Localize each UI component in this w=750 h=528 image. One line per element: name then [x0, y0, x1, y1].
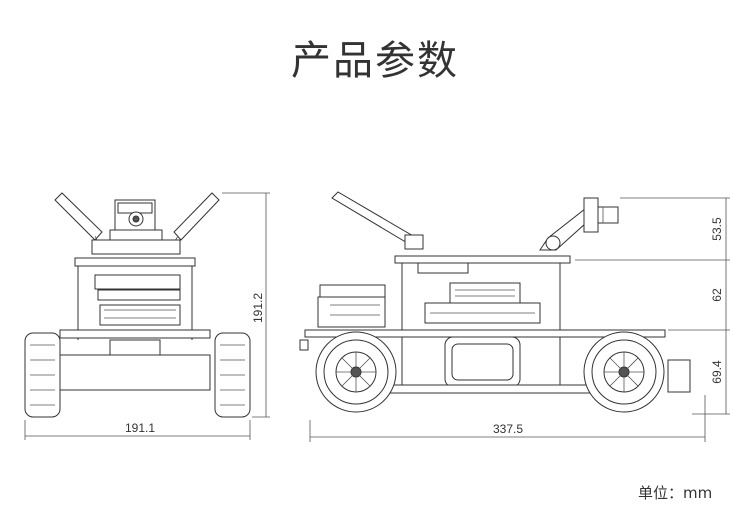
unit-label: 单位：mm [638, 484, 713, 502]
side-view-motor [667, 359, 691, 393]
front-view-width-dimension: 191.1 [24, 420, 251, 440]
front-view-left-arm [54, 192, 103, 247]
side-view-height-top-label: 53.5 [710, 217, 724, 241]
front-view-mount [91, 239, 181, 255]
side-view-front-wheel [315, 331, 397, 413]
side-view-height-dimensions: 53.5 62 69.4 [575, 197, 730, 415]
side-view-length-label: 337.5 [493, 422, 523, 436]
front-view-height-label: 191.2 [251, 293, 265, 323]
page-title: 产品参数 [291, 38, 459, 84]
side-view-rear-wheel [583, 331, 665, 413]
front-view-right-wheel [214, 332, 251, 418]
front-view-top-plate [74, 257, 196, 267]
front-view-middle-plate [59, 329, 211, 339]
front-view-chassis [59, 354, 211, 391]
side-view-height-mid-label: 62 [710, 288, 724, 302]
side-view-camera [539, 197, 619, 251]
front-view-right-arm [171, 192, 220, 247]
side-view-bottom-plate [359, 384, 606, 394]
front-view-boards [94, 274, 181, 326]
side-view-right-board [424, 282, 541, 324]
side-view-top-plate [394, 255, 571, 264]
front-view-camera [109, 199, 163, 243]
side-view-height-bottom-label: 69.4 [710, 360, 724, 384]
side-view-length-dimension: 337.5 [309, 395, 706, 442]
front-view-height-dimension: 191.2 [222, 192, 270, 418]
side-view-left-board [317, 284, 386, 328]
front-view: 191.1 191.2 [24, 192, 270, 440]
side-view: 337.5 53.5 62 69.4 [299, 191, 730, 442]
front-view-left-wheel [24, 332, 61, 418]
side-view-antenna [331, 191, 424, 250]
front-view-width-label: 191.1 [125, 421, 155, 435]
